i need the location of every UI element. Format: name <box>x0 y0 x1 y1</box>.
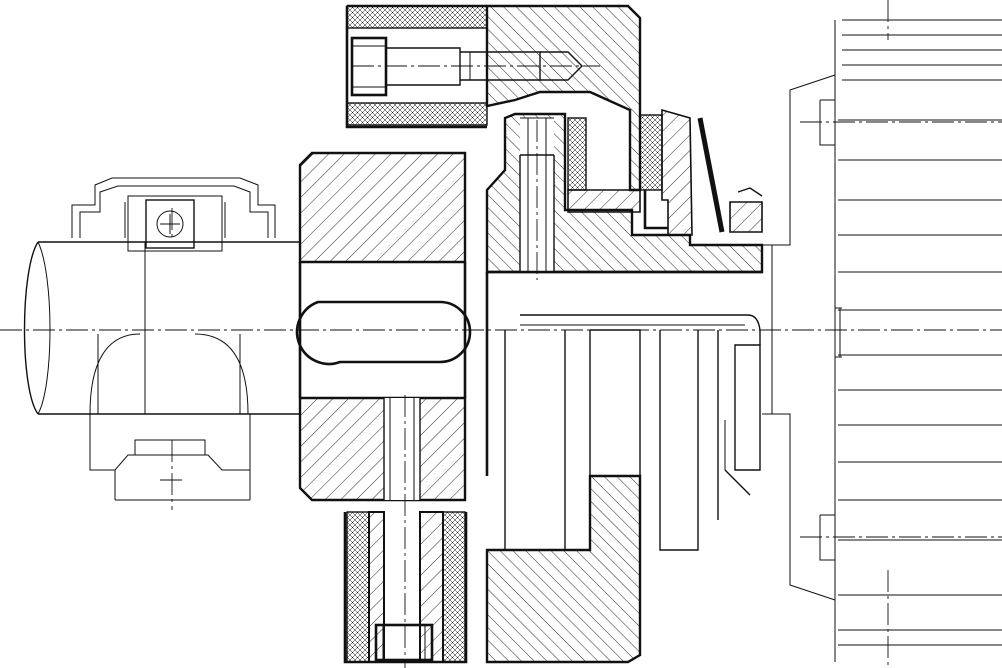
bottom-bushing <box>343 511 468 664</box>
flange-lower <box>485 474 642 664</box>
top-bushing <box>345 4 583 129</box>
bearing-housing <box>71 177 300 510</box>
motor-housing <box>762 19 1002 662</box>
coupling-hub <box>295 151 472 502</box>
flange-body <box>485 4 764 274</box>
shaft <box>23 241 300 415</box>
